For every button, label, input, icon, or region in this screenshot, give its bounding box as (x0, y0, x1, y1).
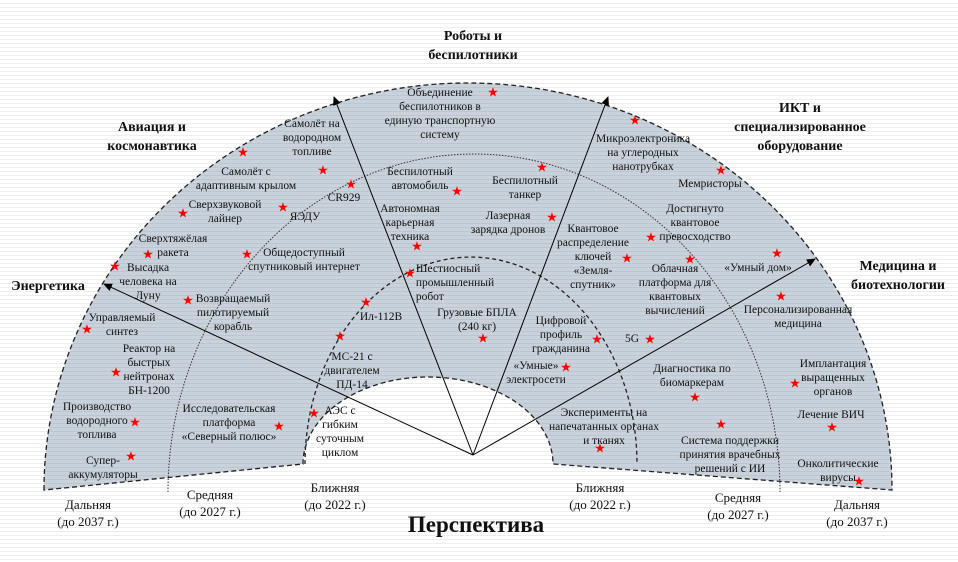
tech-label: Эксперименты на напечатанных органах и т… (549, 407, 659, 447)
star-icon: ★ (182, 292, 194, 308)
arrow-ict (472, 96, 609, 456)
star-icon: ★ (404, 265, 416, 281)
star-icon: ★ (360, 294, 372, 310)
star-icon: ★ (487, 84, 499, 100)
star-icon: ★ (826, 419, 838, 435)
star-icon: ★ (109, 258, 121, 274)
star-icon: ★ (645, 229, 657, 245)
tech-label: Достигнуто квантовое превосходство (659, 203, 731, 243)
star-icon: ★ (771, 245, 783, 261)
star-icon: ★ (177, 205, 189, 221)
tech-label: Шестиосный промышленный робот (415, 263, 495, 303)
mid-horizon-arc (167, 153, 781, 493)
tech-label: АЭС с гибким суточным циклом (316, 405, 364, 459)
tech-label: Квантовое распределение ключей «Земля- с… (556, 223, 630, 291)
tech-label: Беспилотный автомобиль (387, 166, 453, 192)
near-horizon-arc (304, 256, 638, 465)
tech-label: Объединение беспилотников в единую транс… (384, 87, 496, 141)
tech-label: Беспилотный танкер (492, 175, 558, 201)
star-icon: ★ (560, 359, 572, 375)
star-icon: ★ (451, 183, 463, 199)
star-icon: ★ (237, 144, 249, 160)
tech-label: Реактор на быстрых нейтронах БН-1200 (122, 343, 176, 397)
horizon-far-left: Дальняя (до 2037 г.) (57, 497, 119, 529)
tech-label: Имплантация выращенных органов (799, 358, 867, 398)
tech-label: Управляемый синтез (88, 312, 156, 338)
star-icon: ★ (411, 238, 423, 254)
star-icon: ★ (317, 162, 329, 178)
tech-label: Ил-112В (359, 311, 403, 323)
star-icon: ★ (591, 331, 603, 347)
category-aviation: Авиация и космонавтика (107, 120, 197, 154)
tech-label: МС-21 с двигателем ПД-14 (324, 351, 380, 391)
star-icon: ★ (621, 250, 633, 266)
star-icon: ★ (546, 209, 558, 225)
tech-label: Супер- аккумуляторы (68, 455, 138, 481)
horizon-mid-left: Средняя (до 2027 г.) (179, 487, 241, 519)
horizon-near-left: Ближняя (до 2022 г.) (304, 480, 366, 512)
tech-label: Исследовательская платформа «Северный по… (181, 403, 277, 443)
star-icon: ★ (775, 288, 787, 304)
star-icon: ★ (277, 199, 289, 215)
star-icon: ★ (273, 418, 285, 434)
horizon-mid-right: Средняя (до 2027 г.) (707, 490, 769, 522)
tech-label: Сверхтяжёлая ракета (138, 233, 208, 259)
star-icon: ★ (715, 416, 727, 432)
category-ict: ИКТ и специализированное оборудование (734, 101, 866, 154)
star-icon: ★ (629, 112, 641, 128)
arrow-energy (103, 283, 474, 456)
star-icon: ★ (594, 440, 606, 456)
arrow-medicine (472, 258, 816, 456)
tech-label: Лечение ВИЧ (797, 409, 865, 421)
tech-label: Онколитические вирусы (797, 458, 879, 484)
arrow-robots (333, 96, 474, 456)
tech-label: Мемристоры (678, 178, 742, 190)
tech-label: Производство водородного топлива (62, 401, 132, 441)
tech-label: Микроэлектроника на углеродных нанотрубк… (595, 133, 691, 173)
tech-label: Облачная платформа для квантовых вычисле… (638, 263, 712, 317)
star-icon: ★ (715, 162, 727, 178)
star-icon: ★ (853, 473, 865, 489)
star-icon: ★ (334, 328, 346, 344)
star-icon: ★ (477, 330, 489, 346)
star-icon: ★ (241, 246, 253, 262)
horizon-far-right: Дальняя (до 2037 г.) (826, 497, 888, 529)
star-icon: ★ (142, 246, 154, 262)
star-icon: ★ (689, 389, 701, 405)
tech-label: Цифровой профиль гражданина (531, 315, 591, 355)
star-icon: ★ (110, 364, 122, 380)
star-icon: ★ (125, 448, 137, 464)
tech-label: Диагностика по биомаркерам (653, 363, 731, 389)
tech-label: Общедоступный спутниковый интернет (248, 247, 360, 273)
tech-label: Автономная карьерная техника (380, 203, 440, 243)
tech-label: Самолёт с адаптивным крылом (195, 166, 297, 192)
category-robots: Роботы и беспилотники (428, 29, 518, 63)
tech-label: Самолёт на водородном топливе (282, 118, 342, 158)
category-medicine: Медицина и биотехнологии (851, 259, 945, 293)
star-icon: ★ (81, 321, 93, 337)
tech-label: Высадка человека на Луну (119, 262, 177, 302)
tech-label: Сверхзвуковой лайнер (188, 199, 262, 225)
tech-label: «Умные» электросети (506, 360, 566, 386)
tech-label: 5G (624, 333, 640, 345)
sector-area (43, 82, 893, 491)
tech-label: Лазерная зарядка дронов (470, 210, 546, 236)
star-icon: ★ (308, 405, 320, 421)
star-icon: ★ (345, 176, 357, 192)
tech-label: ЯЭДУ (289, 211, 321, 223)
star-icon: ★ (644, 331, 656, 347)
tech-label: Система поддержки принятия врачебных реш… (679, 435, 781, 475)
star-icon: ★ (129, 414, 141, 430)
diagram-title: Перспектива (407, 512, 545, 537)
tech-label: Персонализированная медицина (743, 304, 853, 330)
tech-label: Грузовые БПЛА (240 кг) (437, 307, 517, 333)
horizon-near-right: Ближняя (до 2022 г.) (569, 480, 631, 512)
category-energy: Энергетика (11, 279, 85, 294)
star-icon: ★ (789, 375, 801, 391)
tech-label: Возвращаемый пилотируемый корабль (195, 293, 271, 333)
tech-label: «Умный дом» (724, 262, 792, 274)
tech-label: CR929 (327, 192, 361, 204)
star-icon: ★ (684, 251, 696, 267)
star-icon: ★ (536, 159, 548, 175)
